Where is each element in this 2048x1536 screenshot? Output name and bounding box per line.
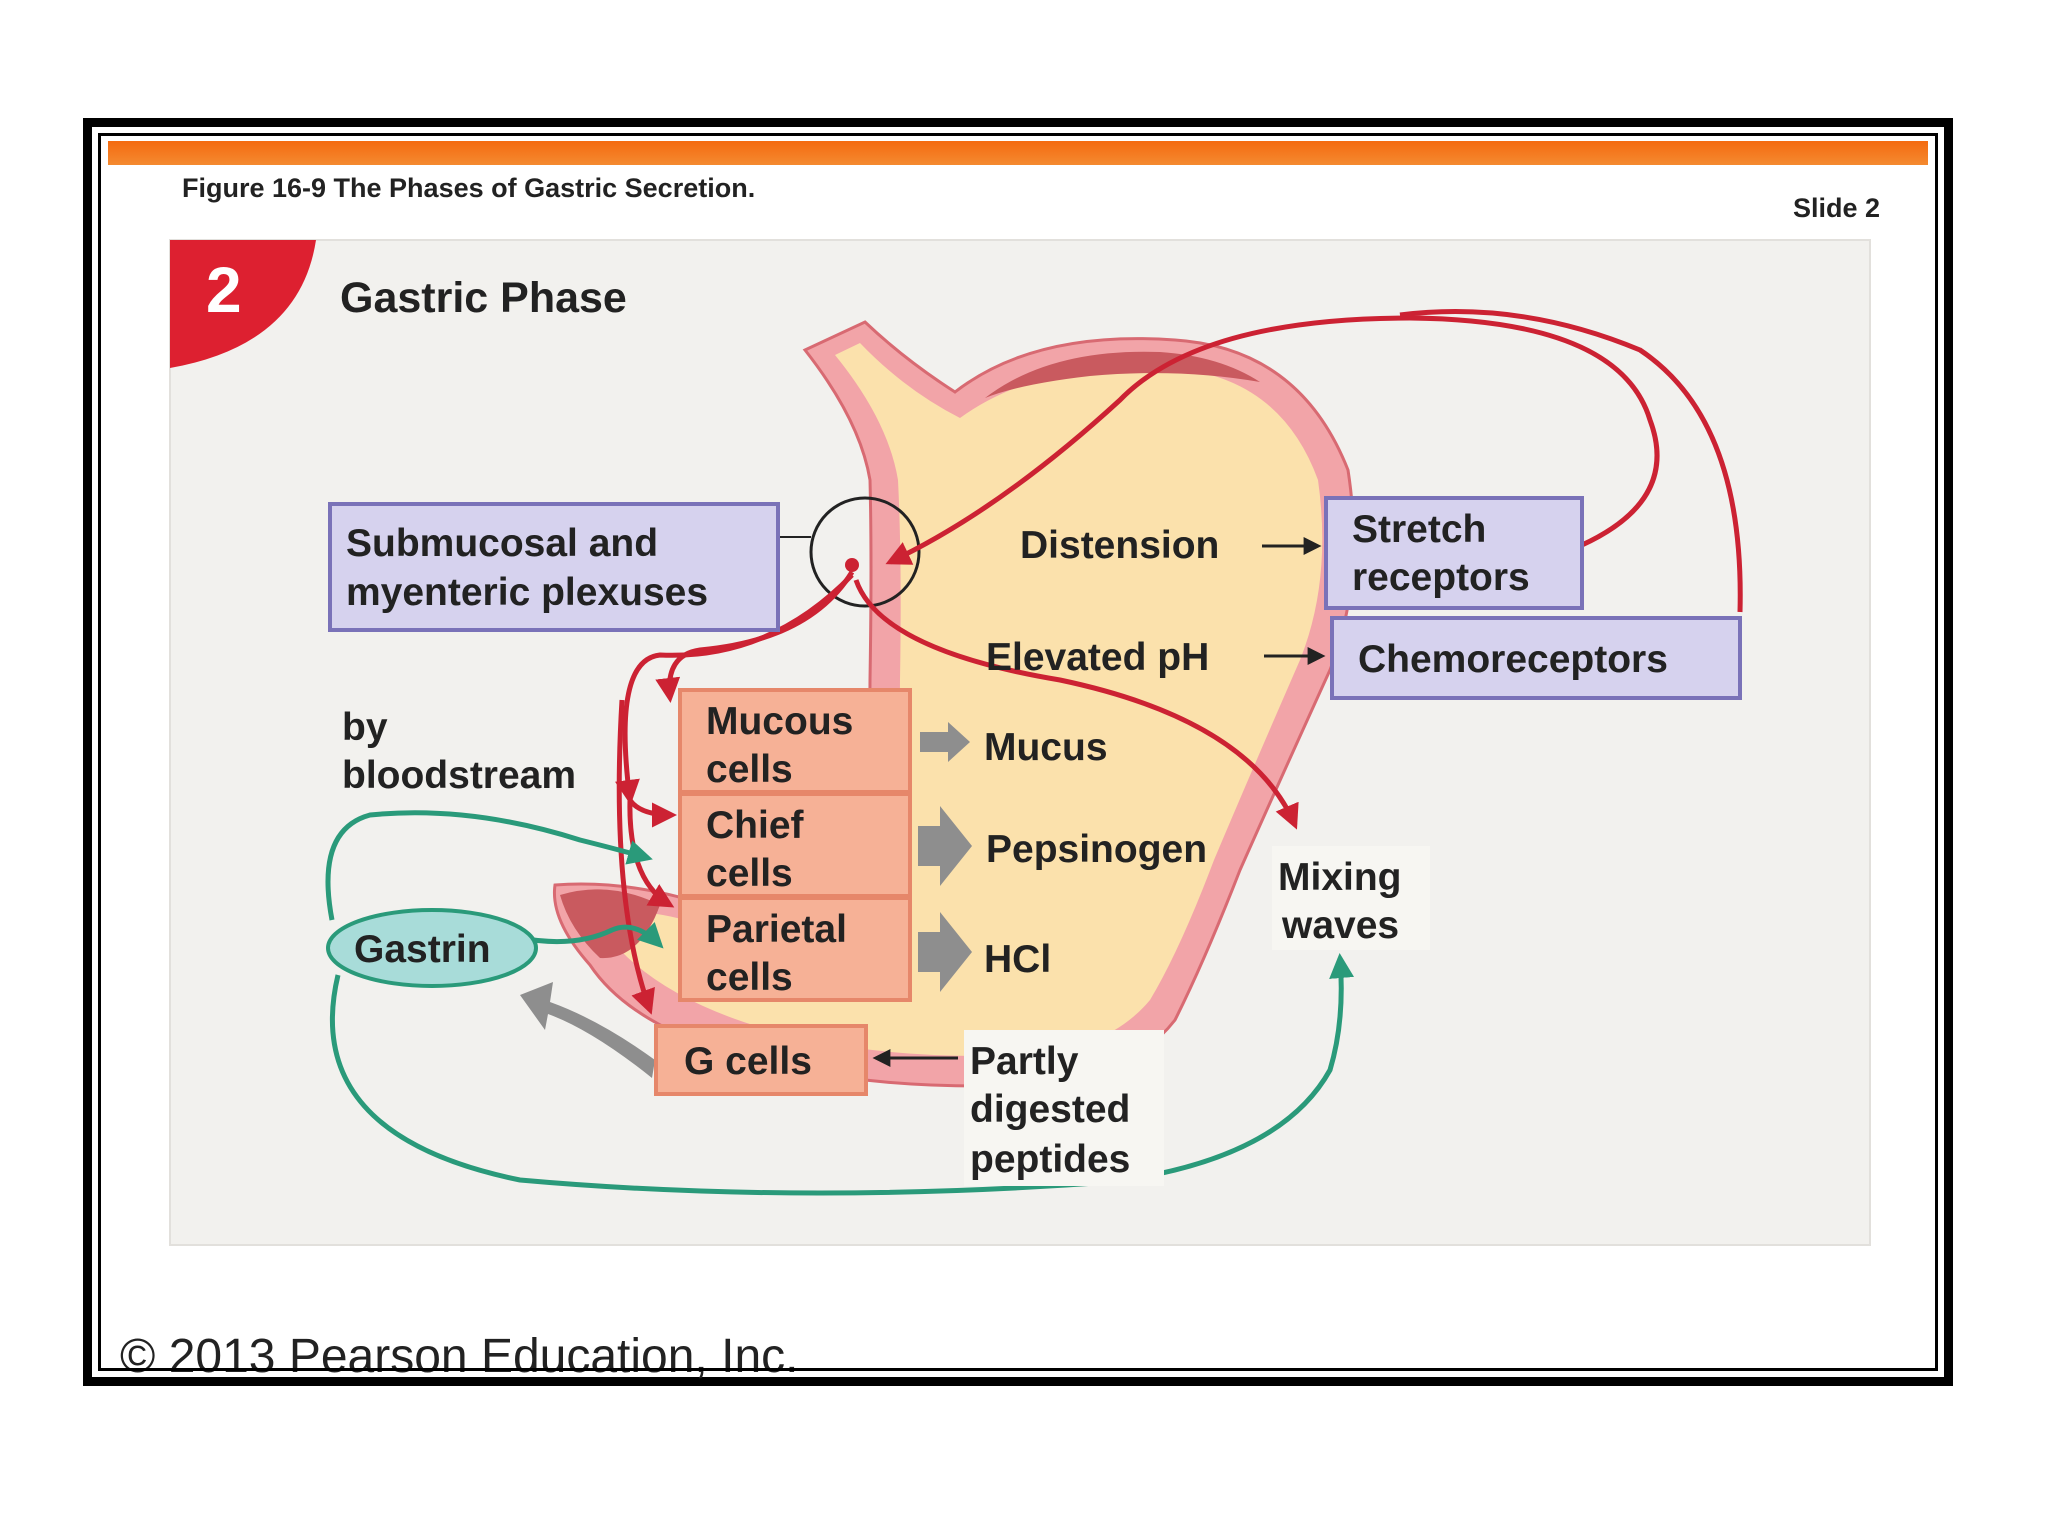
gastrin-node: Gastrin (326, 908, 538, 988)
panel-title: Gastric Phase (340, 274, 627, 322)
plexuses-label-line1: Submucosal and (346, 522, 658, 565)
gcells-to-gastrin-arrow (520, 982, 655, 1078)
mixing-waves-line1: Mixing (1278, 856, 1402, 899)
neural-pathways (615, 309, 1743, 1015)
hcl-secretion-arrow (918, 912, 972, 992)
header-bar (108, 141, 1928, 165)
chemoreceptors-box: Chemoreceptors (1330, 616, 1742, 700)
chief-cells-box: Chief cells (678, 792, 912, 898)
elevated-ph-label: Elevated pH (986, 636, 1209, 679)
pepsinogen-secretion-arrow (918, 806, 972, 886)
plexus-to-mucous-path (655, 570, 855, 703)
plexus-to-mixing-path (853, 579, 1299, 830)
peptides-backdrop (964, 1030, 1164, 1186)
distension-label: Distension (1020, 524, 1219, 567)
parietal-cells-line2: cells (706, 956, 793, 999)
peptides-line2: digested (970, 1088, 1130, 1131)
plexuses-label-line2: myenteric plexuses (346, 571, 708, 614)
parietal-cells-box: Parietal cells (678, 896, 912, 1002)
slide-number: Slide 2 (1792, 193, 1880, 223)
gastrin-to-parietal-path (519, 922, 664, 949)
stomach-lumen (600, 343, 1323, 1056)
chemo-to-plexus-path (1399, 309, 1743, 613)
chemoreceptors-label: Chemoreceptors (1358, 638, 1668, 681)
copyright-notice: © 2013 Pearson Education, Inc. (120, 1330, 799, 1383)
mucous-cells-line1: Mucous (706, 700, 853, 743)
plexus-node (845, 558, 859, 572)
mucus-secretion-arrow (920, 722, 970, 762)
secretion-arrows (520, 722, 972, 1078)
g-cells-box: G cells (654, 1024, 868, 1096)
chief-cells-line1: Chief (706, 804, 805, 847)
plexus-circle (809, 496, 921, 608)
mucous-cells-line2: cells (706, 748, 793, 791)
pepsinogen-label: Pepsinogen (986, 828, 1207, 871)
mucous-cells-box: Mucous cells (678, 688, 912, 794)
plexus-to-chief-path (615, 573, 854, 805)
stomach-fundus-muscle (985, 351, 1260, 398)
stretch-label-line1: Stretch (1352, 508, 1486, 551)
hormonal-pathways (325, 810, 1355, 1196)
mixing-waves-backdrop (1272, 846, 1430, 950)
panel-number: 2 (206, 254, 242, 326)
mucus-label: Mucus (984, 726, 1108, 769)
stretch-receptors-box: Stretch receptors (1324, 496, 1584, 610)
gastrin-to-mixing-path (329, 953, 1355, 1196)
mixing-waves-line2: waves (1281, 904, 1399, 947)
hcl-label: HCl (984, 938, 1051, 981)
peptides-line1: Partly (970, 1040, 1079, 1083)
plexus-to-gcells-path (616, 699, 655, 1015)
chief-cells-line2: cells (706, 852, 793, 895)
peptides-line3: peptides (970, 1138, 1130, 1181)
figure-caption: Figure 16-9 The Phases of Gastric Secret… (182, 173, 756, 203)
stretch-to-plexus-path (885, 315, 1660, 565)
g-cells-label: G cells (684, 1040, 812, 1083)
bloodstream-label-line2: bloodstream (342, 754, 576, 797)
parietal-cells-line1: Parietal (706, 908, 847, 951)
gastrin-label: Gastrin (354, 928, 491, 971)
bloodstream-label-line1: by (342, 706, 388, 749)
gastrin-loop-path (325, 810, 653, 921)
plexuses-box: Submucosal and myenteric plexuses (328, 502, 780, 632)
panel-number-badge (170, 240, 316, 368)
plexus-to-parietal-path (627, 799, 675, 908)
stretch-label-line2: receptors (1352, 556, 1530, 599)
